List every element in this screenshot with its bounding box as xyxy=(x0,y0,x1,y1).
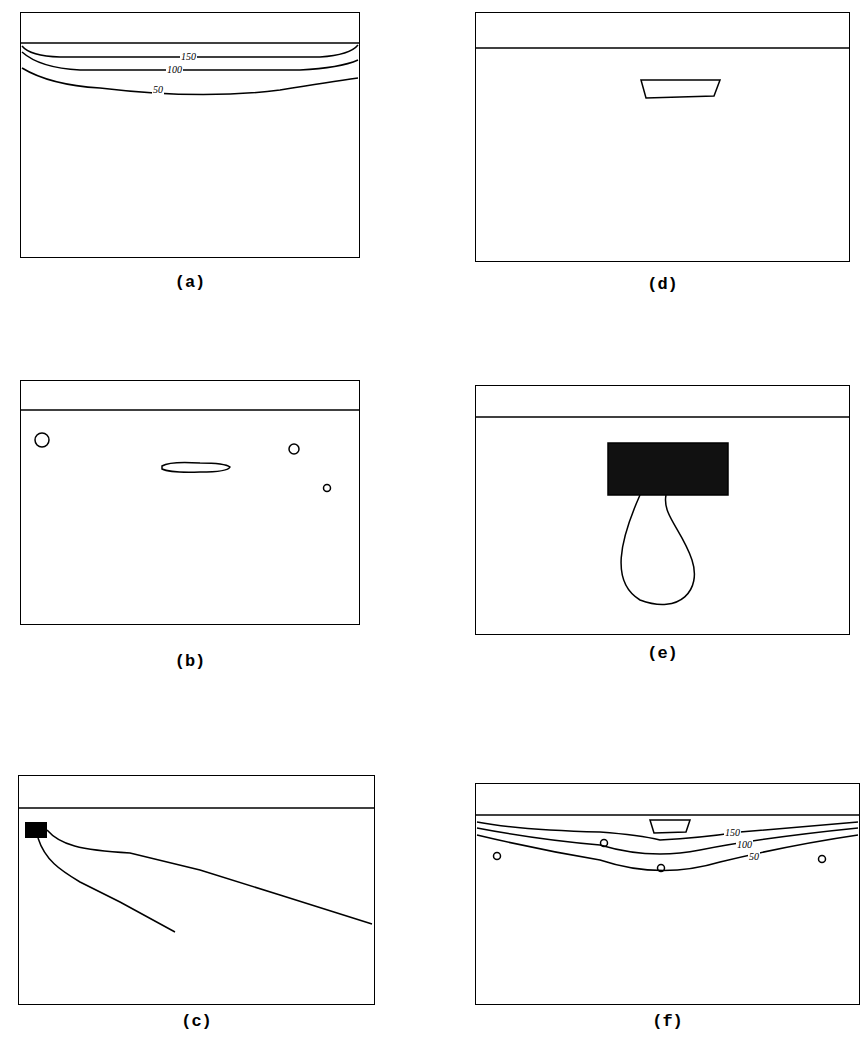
surface-band xyxy=(18,807,375,809)
figure-panel: (f) xyxy=(475,783,860,1005)
panel-caption: (d) xyxy=(476,275,849,294)
contour-line xyxy=(22,52,358,70)
source-block xyxy=(25,822,47,838)
panel-caption: (b) xyxy=(21,652,359,671)
contour-value: 150 xyxy=(724,828,741,838)
contour-value: 50 xyxy=(748,852,760,862)
solid-block xyxy=(608,443,728,495)
figure-panel: (b) xyxy=(20,380,360,625)
crack-line xyxy=(47,830,372,924)
inclusion-shape xyxy=(650,820,690,833)
crack-line xyxy=(38,838,175,932)
figure-panel: (d) xyxy=(475,12,850,262)
panel-caption: (c) xyxy=(19,1012,374,1031)
surface-band xyxy=(20,409,360,411)
contour-line xyxy=(477,835,858,871)
bulb-outline xyxy=(621,495,694,604)
void-blob xyxy=(289,444,299,454)
panel-caption: (f) xyxy=(476,1012,859,1031)
contour-value: 150 xyxy=(180,52,197,62)
surface-band xyxy=(475,47,850,49)
void-blob xyxy=(494,853,501,860)
contour-value: 100 xyxy=(736,840,753,850)
contour-line xyxy=(22,68,358,95)
surface-band xyxy=(475,416,850,418)
void-blob xyxy=(162,462,230,472)
void-blob xyxy=(819,856,826,863)
figure-panel: (a) xyxy=(20,12,360,258)
contour-value: 50 xyxy=(152,85,164,95)
void-blob xyxy=(601,840,608,847)
contour-value: 100 xyxy=(166,65,183,75)
inclusion-shape xyxy=(641,80,720,98)
void-blob xyxy=(324,485,331,492)
void-blob xyxy=(35,433,49,447)
figure-panel: (e) xyxy=(475,385,850,635)
panel-caption: (a) xyxy=(21,273,359,292)
void-blob xyxy=(658,865,665,872)
surface-band xyxy=(20,42,360,44)
surface-band xyxy=(475,814,860,816)
figure-panel: (c) xyxy=(18,775,375,1005)
panel-caption: (e) xyxy=(476,644,849,663)
